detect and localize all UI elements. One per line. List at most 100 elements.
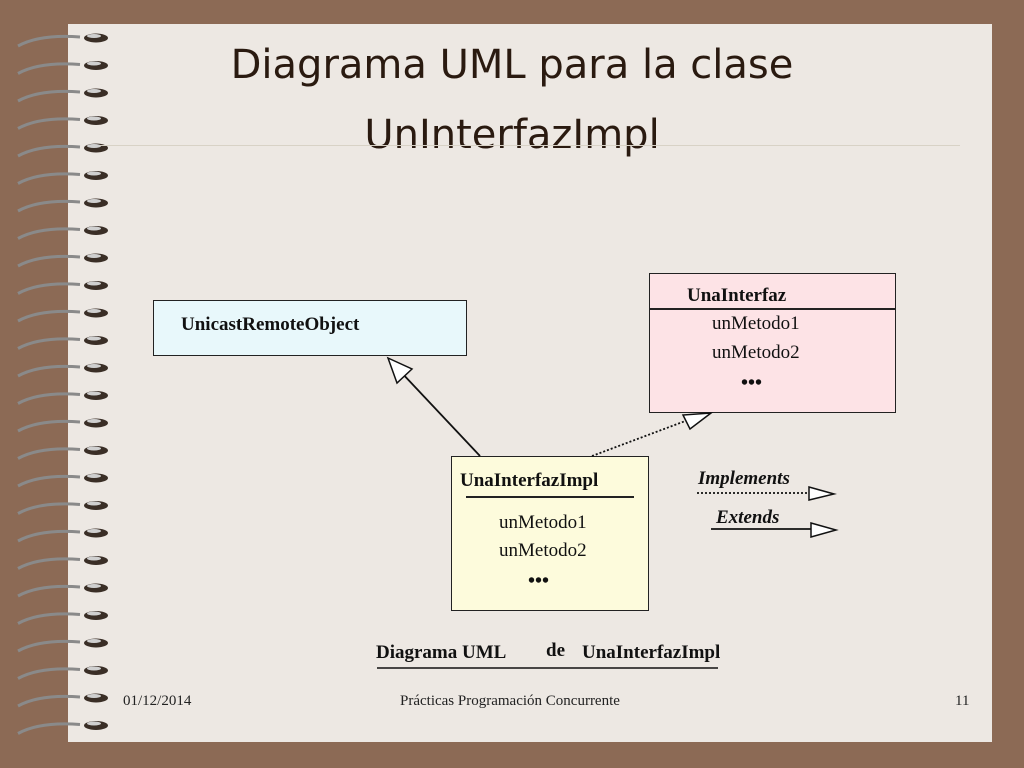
una-interfaz-impl-method-1: unMetodo1	[499, 512, 587, 533]
binding-wire	[17, 474, 81, 488]
binding-highlight	[87, 474, 101, 478]
binding-ring	[17, 611, 108, 625]
binding-highlight	[87, 501, 101, 506]
extends-arrowhead	[386, 356, 414, 385]
binding-highlight	[87, 529, 101, 533]
binding-ring	[17, 556, 108, 570]
binding-ring	[17, 226, 108, 240]
title-divider	[100, 145, 960, 146]
binding-wire	[17, 227, 81, 240]
binding-highlight	[87, 364, 101, 368]
binding-highlight	[87, 584, 101, 588]
binding-wire	[17, 502, 81, 515]
binding-highlight	[87, 89, 101, 93]
binding-ring	[17, 446, 108, 460]
una-interfaz-class-name: UnaInterfaz	[687, 285, 787, 306]
binding-highlight	[87, 61, 101, 66]
binding-ring	[17, 583, 108, 598]
binding-ring	[17, 253, 108, 268]
binding-highlight	[87, 611, 101, 616]
binding-ring	[17, 198, 108, 213]
binding-ring	[17, 721, 108, 735]
una-interfaz-impl-class	[451, 456, 649, 611]
diagram-caption-part3: UnaInterfazImpl	[582, 642, 721, 663]
binding-wire	[17, 62, 81, 75]
binding-wire	[17, 584, 81, 598]
binding-ring	[17, 61, 108, 75]
binding-highlight	[87, 171, 101, 176]
una-interfaz-ellipsis: •••	[741, 372, 763, 394]
footer-course: Prácticas Programación Concurrente	[400, 693, 620, 709]
slide-title-line-1: Diagrama UML para la clase	[230, 42, 794, 88]
binding-wire	[17, 667, 81, 680]
binding-highlight	[87, 419, 101, 423]
binding-wire	[17, 447, 81, 460]
binding-ring	[17, 363, 108, 378]
binding-highlight	[87, 281, 101, 286]
binding-ring	[17, 501, 108, 515]
una-interfaz-impl-divider	[466, 496, 634, 498]
binding-highlight	[87, 639, 101, 643]
legend-implements-arrowhead	[808, 486, 837, 501]
binding-wire	[17, 172, 81, 185]
binding-ring	[17, 528, 108, 543]
binding-wire	[17, 529, 81, 543]
binding-wire	[17, 254, 81, 268]
binding-highlight	[87, 336, 101, 341]
footer-date: 01/12/2014	[123, 693, 192, 709]
binding-highlight	[87, 446, 101, 451]
binding-highlight	[87, 309, 101, 313]
implements-connector-line	[591, 419, 689, 457]
una-interfaz-impl-class-name: UnaInterfazImpl	[460, 470, 599, 491]
binding-highlight	[87, 199, 101, 203]
una-interfaz-impl-method-2: unMetodo2	[499, 540, 587, 561]
binding-wire	[17, 364, 81, 378]
binding-highlight	[87, 721, 101, 726]
binding-wire	[17, 557, 81, 570]
binding-wire	[17, 337, 81, 350]
binding-ring	[17, 693, 108, 708]
binding-highlight	[87, 144, 101, 148]
una-interfaz-divider	[650, 308, 895, 310]
binding-ring	[17, 308, 108, 323]
binding-ring	[17, 88, 108, 103]
binding-highlight	[87, 34, 101, 38]
binding-highlight	[87, 116, 101, 121]
binding-ring	[17, 666, 108, 680]
diagram-caption-part2: de	[546, 640, 565, 661]
una-interfaz-class	[649, 273, 896, 413]
footer-page-number: 11	[955, 693, 970, 709]
binding-wire	[17, 612, 81, 625]
binding-ring	[17, 171, 108, 185]
unicast-remote-object-class	[153, 300, 467, 356]
diagram-caption-part1: Diagrama UML	[376, 642, 507, 663]
binding-wire	[17, 89, 81, 103]
binding-ring	[17, 143, 108, 158]
binding-highlight	[87, 694, 101, 698]
una-interfaz-method-1: unMetodo1	[712, 313, 800, 334]
una-interfaz-method-2: unMetodo2	[712, 342, 800, 363]
binding-ring	[17, 391, 108, 405]
binding-wire	[17, 309, 81, 323]
binding-ring	[17, 473, 108, 488]
legend-implements-label: Implements	[698, 468, 790, 489]
una-interfaz-impl-ellipsis: •••	[528, 570, 550, 592]
binding-wire	[17, 117, 81, 130]
binding-ring	[17, 281, 108, 295]
binding-wire	[17, 392, 81, 405]
binding-wire	[17, 722, 81, 735]
binding-wire	[17, 694, 81, 708]
slide-title-line-2: UnInterfazImpl	[364, 112, 660, 158]
unicast-class-name: UnicastRemoteObject	[181, 314, 360, 335]
binding-highlight	[87, 254, 101, 258]
binding-highlight	[87, 226, 101, 231]
legend-extends-arrowhead	[810, 522, 839, 538]
binding-ring	[17, 638, 108, 653]
binding-ring	[17, 336, 108, 350]
binding-ring	[17, 116, 108, 130]
binding-wire	[17, 144, 81, 158]
extends-connector-line	[399, 370, 481, 457]
binding-ring	[17, 33, 108, 48]
binding-wire	[17, 282, 81, 295]
